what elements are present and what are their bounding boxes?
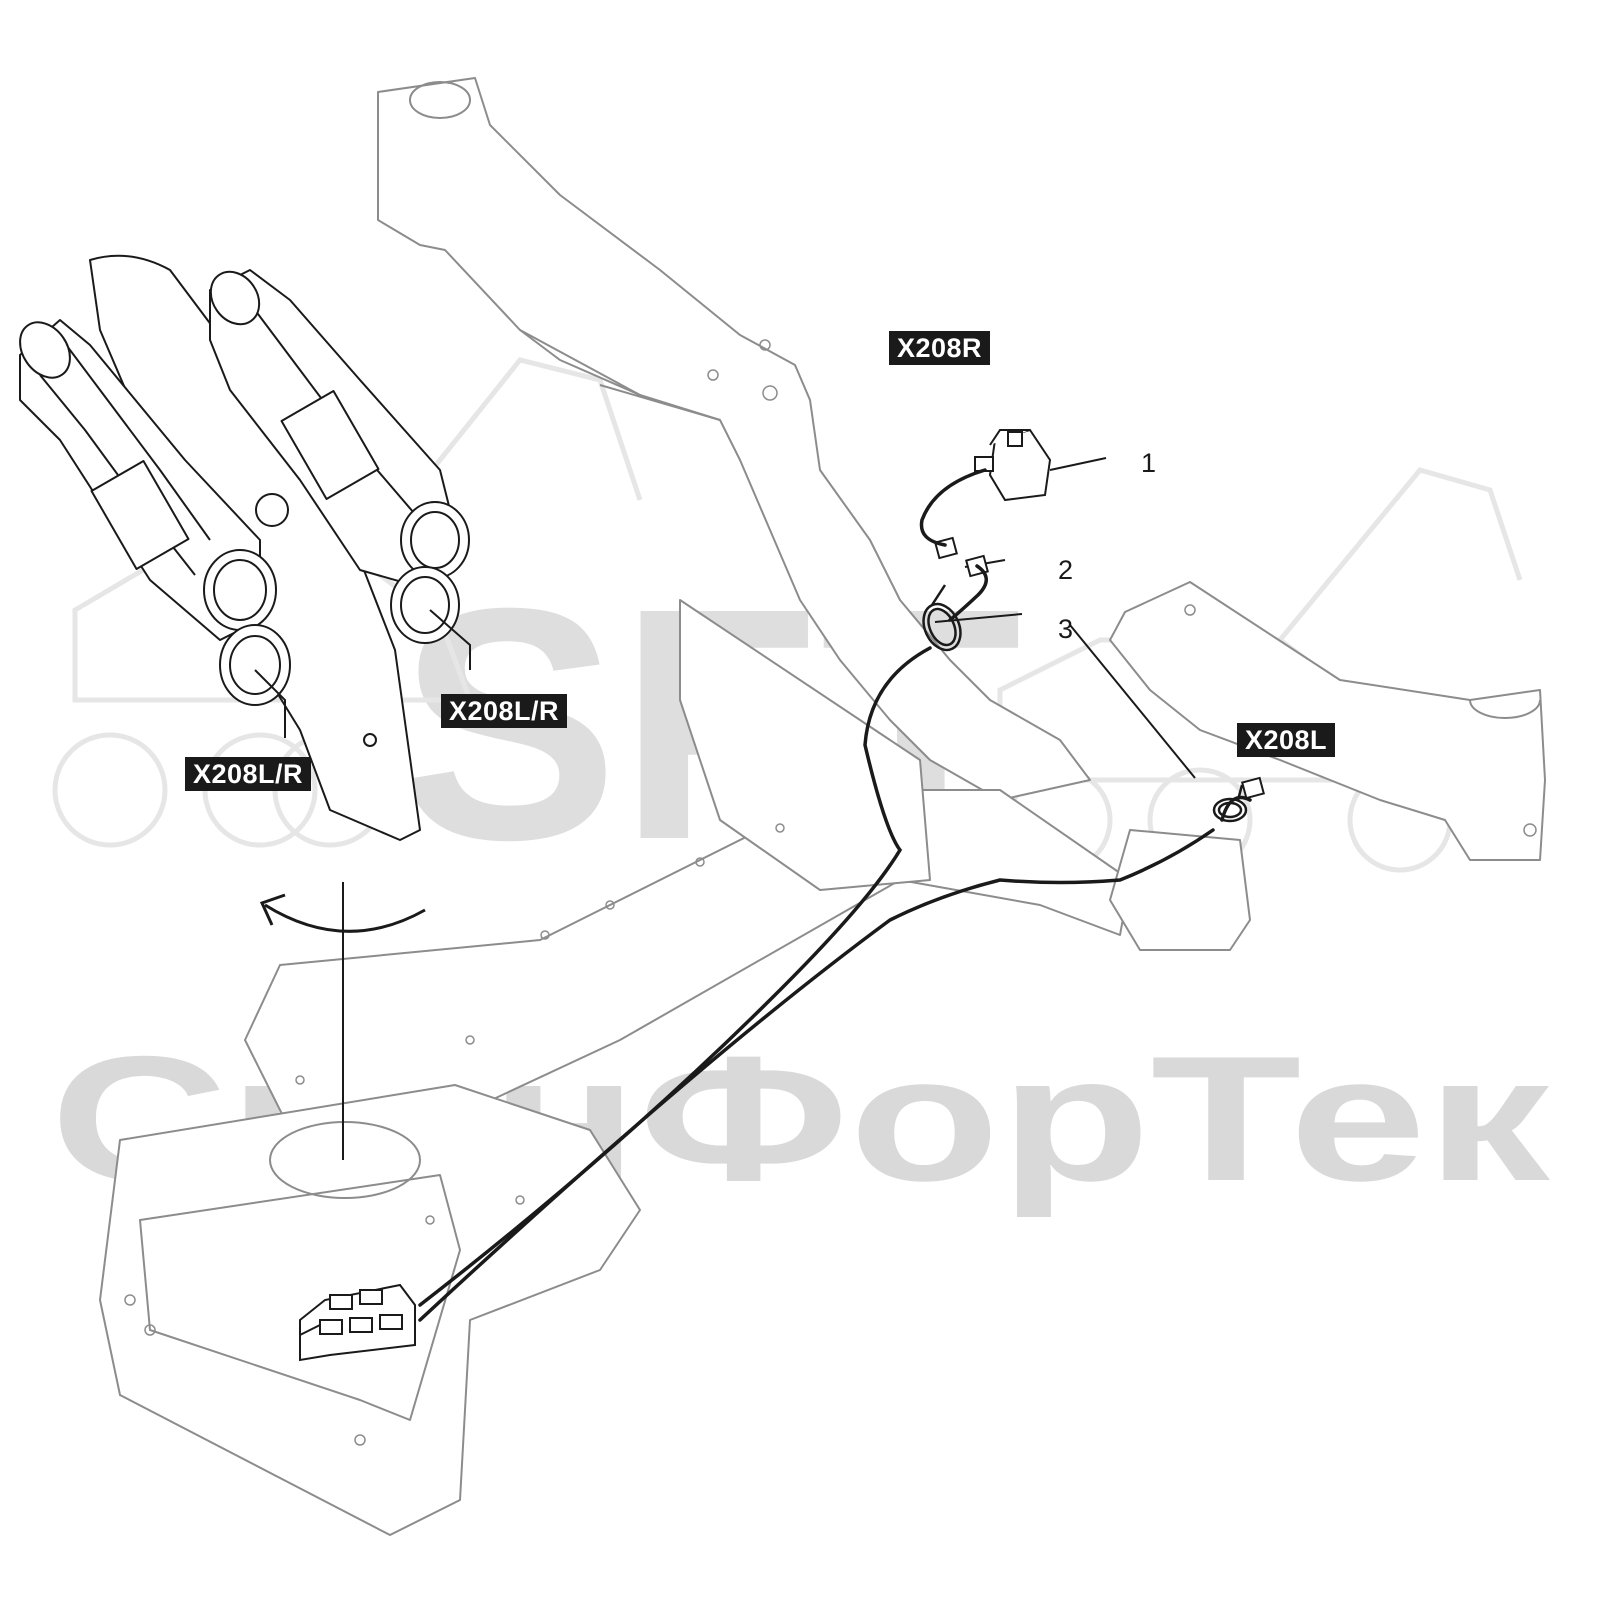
leader-lines bbox=[254, 457, 1196, 779]
item-number-1: 1 bbox=[1141, 448, 1157, 478]
rotation-arrow-icon bbox=[259, 893, 426, 933]
right-arm bbox=[1109, 581, 1546, 861]
sensor-part bbox=[974, 428, 1052, 502]
coupler-bracket bbox=[19, 254, 470, 841]
coupler-right bbox=[209, 269, 470, 644]
frame-holes bbox=[124, 339, 1537, 1446]
callout-x208lr-right: X208L/R bbox=[441, 694, 568, 728]
junction-block bbox=[299, 1283, 416, 1362]
upper-arm bbox=[377, 77, 1091, 801]
coupler-left bbox=[19, 319, 291, 706]
item-number-2: 2 bbox=[1058, 555, 1074, 585]
wiring-harness bbox=[418, 468, 1252, 1322]
item-number-3: 3 bbox=[1058, 614, 1074, 644]
callout-x208l: X208L bbox=[1237, 723, 1336, 757]
callout-x208r: X208R bbox=[889, 331, 991, 365]
frame-outline bbox=[99, 77, 1546, 1536]
callout-x208lr-left: X208L/R bbox=[185, 757, 312, 791]
